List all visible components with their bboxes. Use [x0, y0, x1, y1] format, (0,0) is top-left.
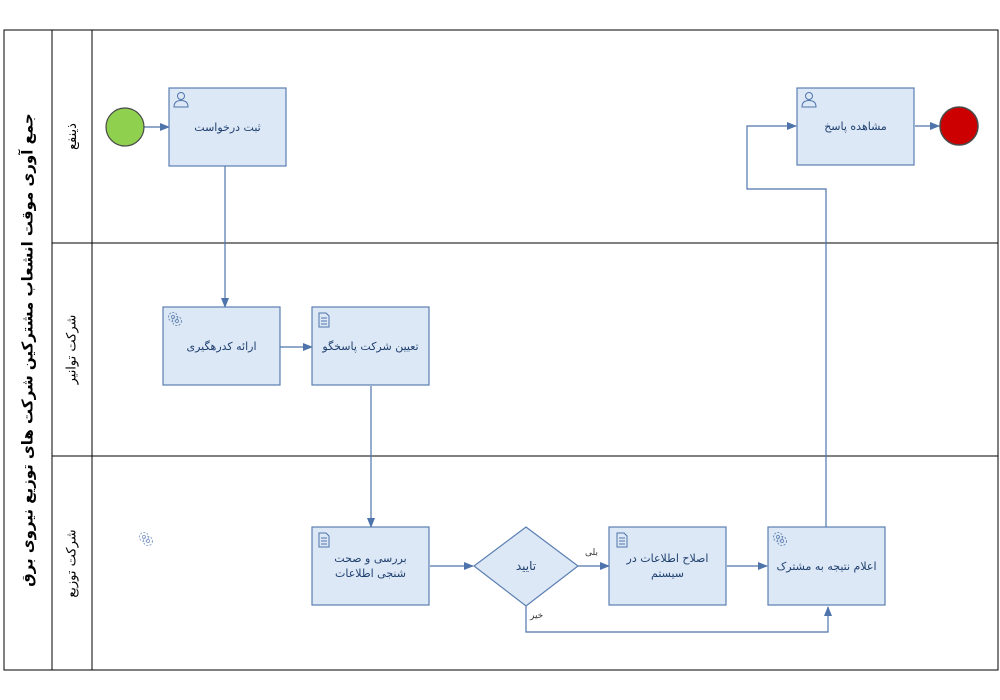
gateway-approve[interactable] [473, 526, 579, 607]
task-review-info-label: بررسی و صحت شنجی اطلاعات [334, 552, 407, 580]
document-icon [616, 532, 628, 548]
task-provide-tracking-box[interactable] [162, 306, 281, 386]
flow-announce-to-view [746, 122, 827, 527]
end-event [939, 106, 979, 146]
user-icon [801, 92, 817, 108]
lane-title-tavanir: شرکت توانیر [52, 243, 92, 456]
pool-title: جمع آوری موقت انشعاب مشترکین شرکت های تو… [4, 30, 52, 670]
task-provide-tracking-label: ارائه کدرهگیری [186, 339, 257, 353]
pool-title-text: جمع آوری موقت انشعاب مشترکین شرکت های تو… [19, 113, 37, 587]
document-icon [318, 312, 330, 328]
start-event [105, 107, 145, 147]
task-assign-company-box[interactable] [311, 306, 430, 386]
task-submit-request-label: ثبت درخواست [194, 120, 261, 134]
user-icon [173, 92, 189, 108]
task-submit-request-box[interactable] [168, 87, 287, 167]
task-announce-result-label: اعلام نتیجه به مشترک [776, 559, 877, 573]
task-review-info-box[interactable] [311, 526, 430, 606]
task-correct-info-label: اصلاح اطلاعات در سیستم [626, 552, 709, 580]
gear-icon [168, 312, 182, 326]
flow-no-label: خیر [530, 611, 544, 621]
gear-icon [773, 532, 787, 546]
pool-border [3, 29, 999, 671]
lane-title-text: شرکت توانیر [64, 314, 80, 385]
gear-icon [139, 532, 153, 546]
task-announce-result-box[interactable] [767, 526, 886, 606]
lane-title-text: ذینفع [64, 123, 80, 150]
flow-yes-label: بلی [585, 548, 598, 558]
flow-gateway-no [525, 606, 832, 633]
task-assign-company-label: تعیین شرکت پاسخگو [322, 339, 419, 353]
task-correct-info-box[interactable] [608, 526, 727, 606]
lane-title-stakeholder: ذینفع [52, 30, 92, 243]
task-view-response-label: مشاهده پاسخ [824, 120, 887, 133]
document-icon [318, 532, 330, 548]
task-view-response-box[interactable] [796, 87, 915, 166]
lane-title-text: شرکت توزیع [64, 528, 80, 598]
gateway-label: تایید [515, 558, 537, 573]
lane-title-distribution: شرکت توزیع [52, 456, 92, 670]
